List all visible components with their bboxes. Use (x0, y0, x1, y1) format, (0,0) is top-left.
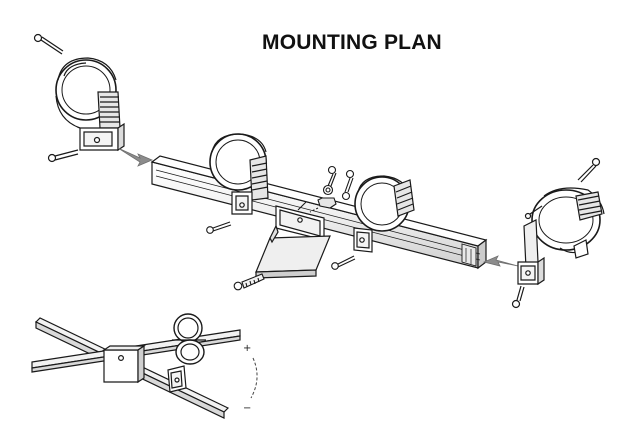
bolt-bottom (233, 273, 265, 291)
hardware-stack (297, 165, 355, 213)
screw-center-left (206, 221, 232, 234)
screw-bottom-left (47, 149, 79, 163)
right-clamp-ring (531, 187, 605, 259)
screw-top-left (33, 33, 64, 55)
right-clamp-bracket (517, 219, 545, 286)
direction-arrow-left (117, 147, 154, 167)
center-right-clamp (353, 175, 415, 253)
rotation-detail (31, 313, 241, 419)
direction-arrow-right (482, 255, 519, 267)
left-clamp-bracket (79, 122, 125, 152)
screw-bottom-right (511, 285, 525, 309)
screw-center-right (331, 255, 356, 270)
left-clamp-assembly (33, 33, 125, 163)
left-clamp-ring (55, 57, 121, 129)
screw-top-right (577, 157, 601, 183)
center-mounting-plate (255, 205, 331, 279)
screw-side-right (524, 205, 543, 220)
plus-label: + (243, 343, 251, 354)
right-clamp-assembly (511, 157, 605, 309)
rotation-indicator: + − (243, 343, 258, 414)
center-left-clamp (209, 133, 269, 215)
minus-label: − (243, 403, 251, 414)
page-title: MOUNTING PLAN (262, 31, 442, 54)
